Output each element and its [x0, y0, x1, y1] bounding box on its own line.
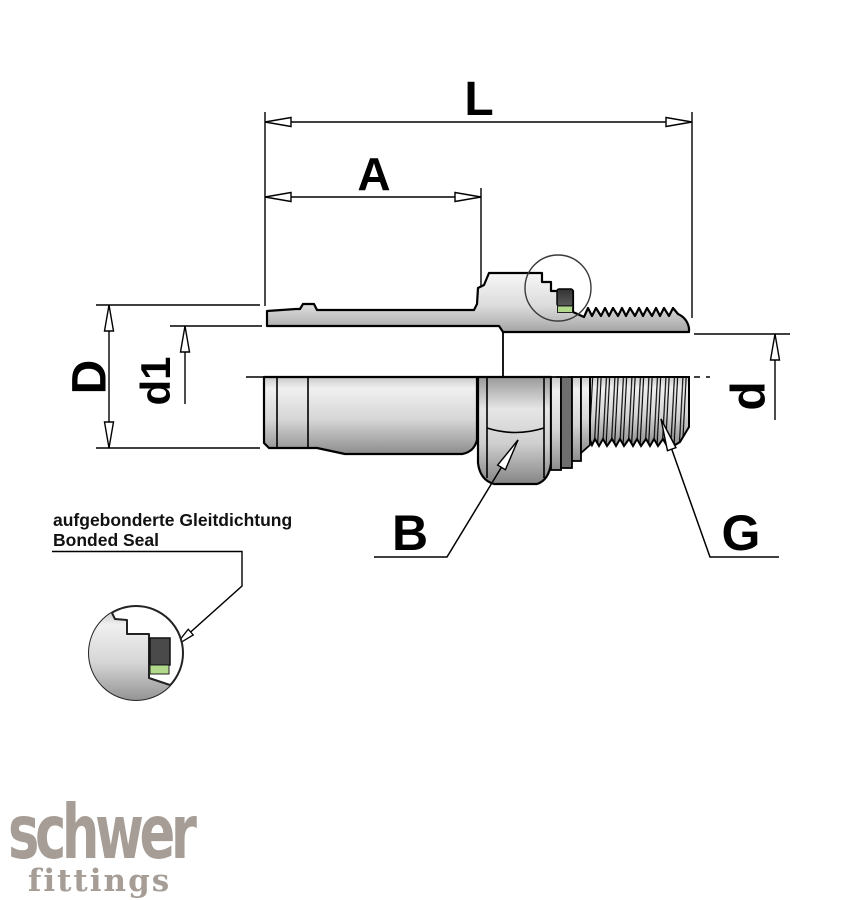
arrow-top — [179, 325, 191, 353]
dimension-d1: d1 — [132, 325, 262, 406]
arrow-top — [103, 304, 115, 332]
seal-detail-view — [88, 605, 184, 701]
bonded-seal-green — [557, 305, 573, 313]
arrow-top — [769, 333, 781, 361]
logo-schwer: schwer — [8, 790, 197, 877]
dimension-D: D — [63, 304, 260, 449]
detail-seal-retainer — [149, 637, 171, 666]
leader-line — [374, 439, 519, 558]
detail-body-profile — [89, 610, 183, 700]
fitting-top-half-section — [265, 254, 691, 377]
annotation-line2: Bonded Seal — [53, 530, 159, 550]
arrow-bottom — [103, 421, 115, 449]
bonded-seal-retainer — [556, 288, 574, 307]
relief-strip — [571, 376, 582, 462]
body-top-wall — [265, 271, 691, 334]
dimension-d-label: d — [722, 381, 775, 410]
dimension-d: d — [694, 333, 790, 420]
dimension-A: A — [264, 148, 482, 286]
arrow-left — [264, 116, 292, 128]
logo-fittings: fittings — [28, 863, 171, 899]
label-B-text: B — [392, 505, 428, 561]
dimension-D-label: D — [63, 360, 116, 395]
label-B: B — [374, 436, 523, 561]
detail-seal-green — [149, 664, 170, 675]
arrow-left — [264, 191, 292, 203]
body-bottom-left — [262, 375, 479, 456]
dimension-L: L — [264, 73, 693, 318]
thread-runout-neck — [580, 376, 591, 456]
washer-dark-strip — [560, 376, 573, 469]
dimension-L-label: L — [464, 73, 493, 126]
fitting-bottom-half-exterior — [262, 375, 690, 486]
bonded-seal-annotation: aufgebonderte Gleitdichtung Bonded Seal — [52, 510, 292, 650]
hex-arris-curve — [486, 427, 545, 434]
collar — [550, 376, 562, 471]
hex-nut — [476, 375, 553, 486]
thread-hatching — [590, 377, 689, 446]
seal-indicator-circle — [524, 254, 592, 322]
annotation-line1: aufgebonderte Gleitdichtung — [53, 510, 292, 530]
label-G-text: G — [722, 505, 761, 561]
annotation-leader — [52, 550, 243, 647]
logo: schwer fittings — [8, 790, 201, 899]
dimension-d1-label: d1 — [132, 356, 179, 405]
leader-line — [660, 418, 779, 558]
arrow-right — [665, 116, 693, 128]
arrow-right — [454, 191, 482, 203]
dimension-A-label: A — [357, 148, 390, 200]
label-G: G — [656, 416, 779, 561]
